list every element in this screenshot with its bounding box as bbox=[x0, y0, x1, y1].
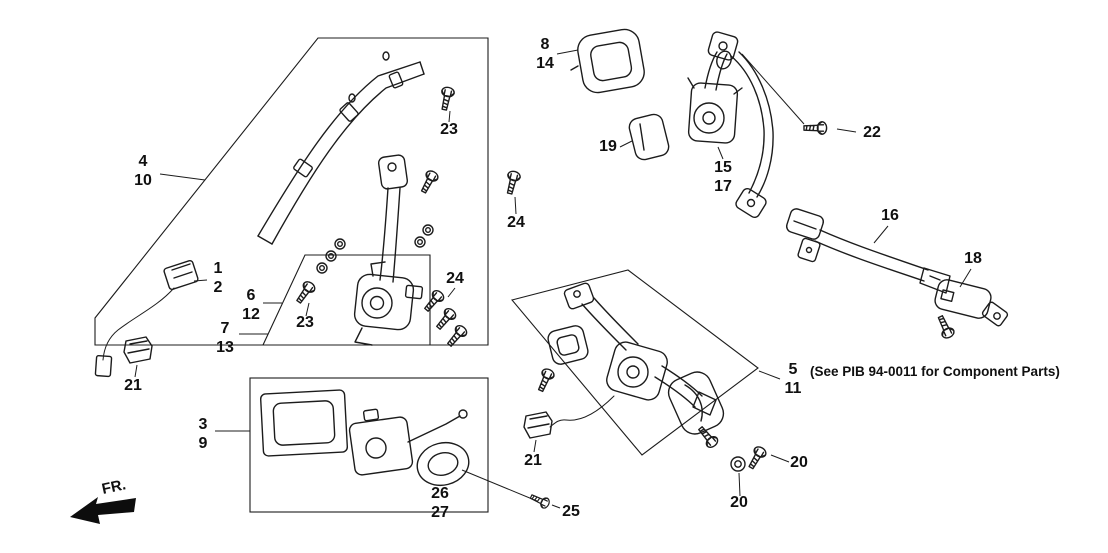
callout-10: 10 bbox=[134, 172, 152, 189]
center-lap-belt bbox=[785, 208, 951, 294]
rear-belt-anchor-plate bbox=[563, 282, 595, 310]
callout-21-left: 21 bbox=[124, 377, 142, 394]
washer-5 bbox=[422, 224, 434, 236]
callout-23-lower: 23 bbox=[296, 314, 314, 331]
callout-9: 9 bbox=[199, 435, 208, 452]
callout-24-upper: 24 bbox=[507, 214, 525, 231]
bolt-24-upper bbox=[502, 169, 522, 196]
callout-8: 8 bbox=[541, 36, 550, 53]
callout-12: 12 bbox=[242, 306, 260, 323]
callout-18: 18 bbox=[964, 250, 982, 267]
rear-belt-cover bbox=[667, 371, 725, 435]
callout-20-lower: 20 bbox=[730, 494, 748, 511]
screw-rear-cover bbox=[694, 423, 721, 451]
callout-14: 14 bbox=[536, 55, 554, 72]
callout-23-upper: 23 bbox=[440, 121, 458, 138]
callout-20-right: 20 bbox=[790, 454, 808, 471]
callout-25: 25 bbox=[562, 503, 580, 520]
callout-5: 5 bbox=[789, 361, 798, 378]
center-buckle bbox=[934, 279, 1009, 327]
front-belt-anchor-plate bbox=[377, 154, 409, 190]
outline-front-seatbelt-group bbox=[94, 37, 489, 346]
washer-3 bbox=[334, 238, 346, 250]
harness-clip-21b bbox=[523, 411, 553, 439]
shelf-latch bbox=[348, 408, 468, 476]
callout-3: 3 bbox=[199, 416, 208, 433]
callout-27: 27 bbox=[431, 504, 449, 521]
bolt-rear-anchor bbox=[534, 366, 557, 394]
callout-19: 19 bbox=[599, 138, 617, 155]
anchor-cover bbox=[570, 28, 645, 94]
outline-retractor-subgroup bbox=[262, 254, 431, 346]
callout-6: 6 bbox=[247, 287, 256, 304]
front-belt-strap bbox=[379, 187, 401, 283]
callout-24-lower: 24 bbox=[446, 270, 464, 287]
fr-arrow-icon bbox=[70, 497, 136, 524]
nut-20 bbox=[730, 456, 746, 472]
bolt-anchor-front bbox=[417, 168, 441, 196]
outline-rear-shelf-group bbox=[249, 377, 489, 513]
shelf-bezel bbox=[259, 389, 349, 457]
bolt-center-buckle bbox=[934, 313, 957, 341]
callout-13: 13 bbox=[216, 339, 234, 356]
buckle-switch-harness bbox=[94, 259, 199, 378]
bolt-24-lower-1 bbox=[420, 287, 447, 315]
callout-17: 17 bbox=[714, 178, 732, 195]
grommet-ring bbox=[416, 441, 470, 487]
harness-clip-21a bbox=[123, 336, 153, 364]
protector-pad bbox=[628, 113, 670, 161]
rear-belt-strap bbox=[581, 297, 639, 351]
callout-11: 11 bbox=[785, 380, 802, 397]
outline-rear-seatbelt-group bbox=[511, 269, 759, 456]
callout-1: 1 bbox=[214, 260, 223, 277]
bolt-20 bbox=[744, 444, 769, 472]
fr-direction: FR. bbox=[70, 476, 136, 524]
callout-4: 4 bbox=[139, 153, 148, 170]
bolt-24-lower-2 bbox=[432, 305, 459, 333]
callout-2: 2 bbox=[214, 279, 223, 296]
fr-label: FR. bbox=[100, 476, 127, 498]
washer-4 bbox=[414, 236, 426, 248]
washer-1 bbox=[316, 262, 328, 274]
bolt-23-lower bbox=[292, 278, 318, 307]
screw-25 bbox=[528, 491, 552, 511]
rear-harness bbox=[549, 395, 615, 428]
callout-16: 16 bbox=[881, 207, 899, 224]
washer-2 bbox=[325, 250, 337, 262]
leader-lines bbox=[134, 49, 972, 509]
bolt-22 bbox=[803, 121, 828, 135]
front-shoulder-belt bbox=[704, 31, 774, 219]
callout-22: 22 bbox=[863, 124, 881, 141]
bolt-23-upper bbox=[437, 85, 456, 112]
front-shoulder-retractor bbox=[687, 77, 743, 144]
a-pillar-rail bbox=[257, 51, 425, 245]
callout-7: 7 bbox=[221, 320, 230, 337]
callout-15: 15 bbox=[714, 159, 732, 176]
callout-26: 26 bbox=[431, 485, 449, 502]
rear-retractor bbox=[606, 341, 717, 416]
rear-anchor-cover-small bbox=[547, 325, 589, 365]
callout-21-center: 21 bbox=[524, 452, 542, 469]
component-parts-note: (See PIB 94-0011 for Component Parts) bbox=[810, 364, 1060, 379]
front-retractor bbox=[353, 261, 424, 346]
